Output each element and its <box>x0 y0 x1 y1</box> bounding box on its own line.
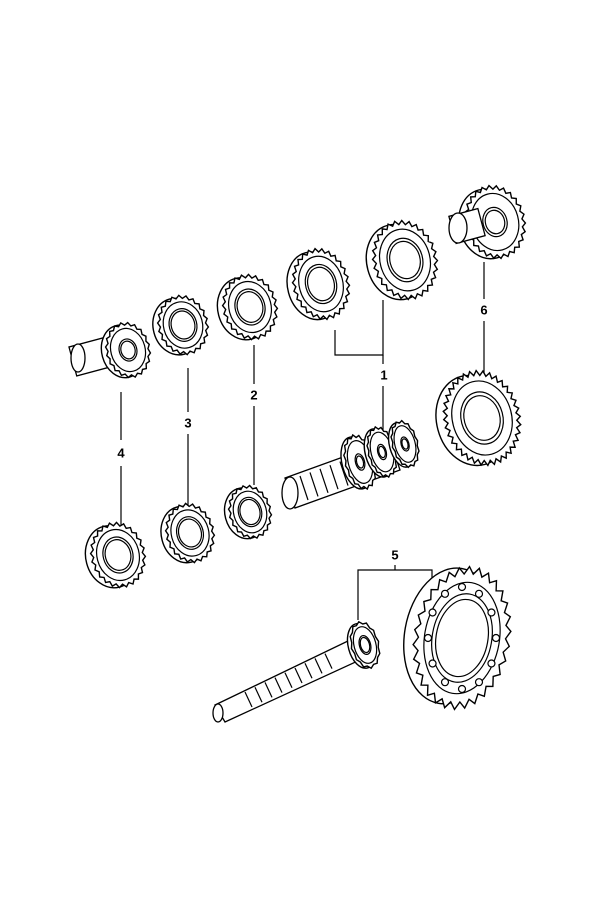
gear-2-bottom <box>223 484 273 540</box>
bolt-hole <box>474 678 484 687</box>
callout-4[interactable]: 4 <box>117 444 125 462</box>
bolt-hole <box>423 633 433 643</box>
gear-2-top <box>216 273 279 341</box>
bolt-hole <box>428 659 437 668</box>
pinion-spline <box>264 682 273 698</box>
callout-1[interactable]: 1 <box>380 366 388 384</box>
pinion-shaft <box>214 639 361 723</box>
shaft-spline <box>299 475 309 501</box>
bolt-hole <box>440 589 450 598</box>
pinion-shaft-end <box>212 703 224 723</box>
callout-6[interactable]: 6 <box>480 301 488 319</box>
gear-4-bottom <box>84 521 147 589</box>
bracket-1 <box>334 300 384 356</box>
gear-6-hub-end <box>448 212 468 244</box>
bolt-hole <box>440 678 450 687</box>
callout-2[interactable]: 2 <box>250 386 258 404</box>
callout-5[interactable]: 5 <box>391 546 399 564</box>
shaft-spline <box>339 461 349 486</box>
shaft-spline <box>309 472 319 497</box>
pinion-spline <box>304 662 313 679</box>
pinion-spline <box>254 686 263 703</box>
shaft-spline <box>319 468 329 493</box>
gear-4-top <box>100 321 152 379</box>
shaft-gear-b <box>363 425 398 479</box>
pinion-spline <box>284 672 293 689</box>
pinion-gear <box>346 620 381 670</box>
bolt-hole <box>457 684 467 694</box>
main-shaft-end <box>281 476 299 510</box>
gear-6-large <box>435 369 522 467</box>
pinion-spline <box>324 653 333 669</box>
shaft-spline <box>329 465 339 490</box>
pinion-spline <box>314 658 323 674</box>
pinion-spline <box>294 667 303 684</box>
shaft-gear-c <box>387 419 420 469</box>
bolt-hole <box>474 589 484 598</box>
bolt-hole <box>428 608 437 617</box>
bolt-hole <box>487 659 496 668</box>
bolt-hole <box>491 633 501 643</box>
gear-1b <box>365 219 439 301</box>
bolt-hole <box>457 582 467 592</box>
ring-gear <box>403 565 512 711</box>
pinion-spline <box>244 691 253 708</box>
shaft-end <box>70 343 86 373</box>
gear-3-top <box>152 294 210 356</box>
gear-3-bottom <box>160 502 216 564</box>
gear-1a <box>286 247 351 321</box>
pinion-spline <box>274 677 283 693</box>
callout-3[interactable]: 3 <box>184 414 192 432</box>
bolt-hole <box>487 608 496 617</box>
